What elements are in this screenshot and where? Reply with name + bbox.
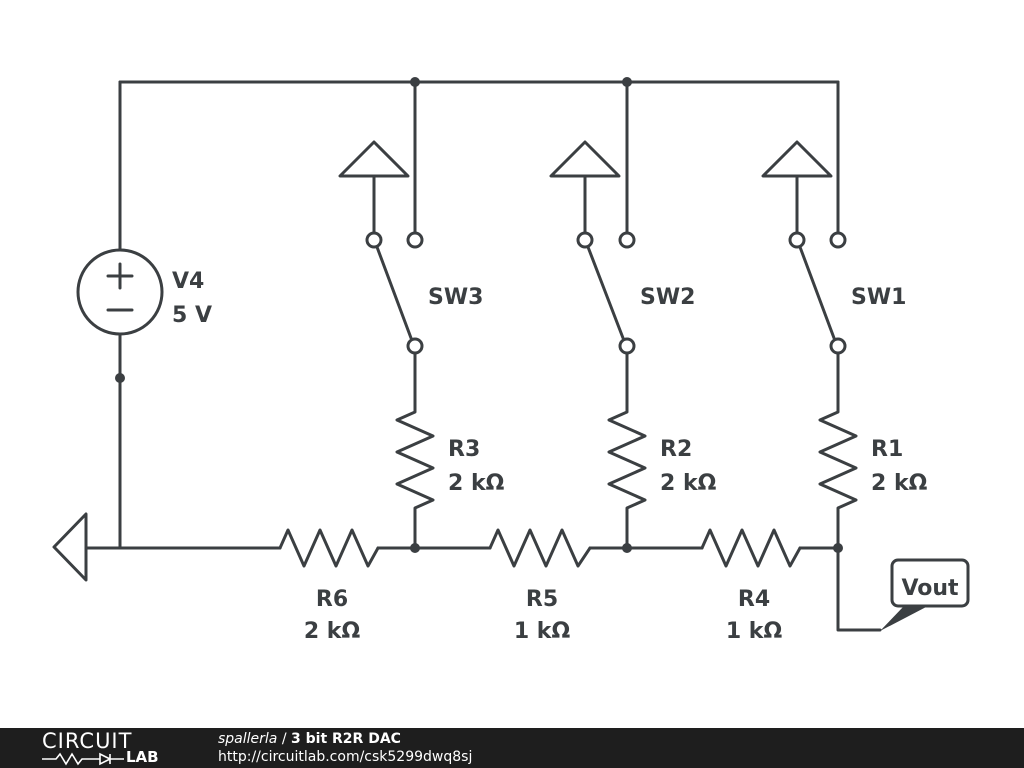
circuitlab-logo[interactable]: CIRCUIT LAB [40, 730, 180, 766]
r6-name-label: R6 [316, 587, 348, 612]
switch-sw2[interactable] [586, 245, 625, 340]
vout-label-box[interactable] [890, 558, 970, 608]
v4-name-label: V4 [172, 269, 204, 294]
branch2-bottom-node [622, 543, 632, 553]
sw2-supply-arrow [549, 140, 621, 234]
sw1-terminal-b [829, 231, 847, 249]
sw2-terminal-b [618, 231, 636, 249]
switch-sw1[interactable] [798, 245, 836, 340]
r2-value-label: 2 kΩ [660, 471, 717, 496]
sw1-terminal-a [788, 231, 806, 249]
switch-sw3[interactable] [375, 245, 413, 340]
circuit-title[interactable]: 3 bit R2R DAC [291, 731, 401, 747]
vout-wire [836, 546, 882, 632]
branch3-bottom-node [410, 543, 420, 553]
v4-node [115, 373, 125, 383]
r4-value-label: 1 kΩ [726, 619, 783, 644]
sw3-supply-arrow [338, 140, 410, 234]
resistor-logo-icon [42, 752, 124, 766]
circuit-byline: spallerla / 3 bit R2R DAC [218, 731, 401, 748]
r1-value-label: 2 kΩ [871, 471, 928, 496]
author-link[interactable]: spallerla [218, 731, 278, 747]
sw2-common-terminal [618, 337, 636, 355]
sw1-common-terminal [829, 337, 847, 355]
resistor-r3[interactable] [395, 351, 435, 550]
voltage-source-v4[interactable] [76, 248, 164, 336]
r5-value-label: 1 kΩ [514, 619, 571, 644]
sw3-name-label: SW3 [428, 285, 483, 310]
vout-label: Vout [901, 576, 959, 601]
byline-separator: / [277, 731, 292, 747]
circuit-schematic: V4 5 V R6 2 kΩ R5 1 kΩ R4 1 kΩ SW3 R3 2 … [52, 77, 970, 644]
ground-symbol[interactable] [52, 512, 88, 582]
r6-value-label: 2 kΩ [304, 619, 361, 644]
sw1-supply-arrow [761, 140, 833, 234]
r5-name-label: R5 [526, 587, 558, 612]
sw1-name-label: SW1 [851, 285, 906, 310]
v4-value-label: 5 V [172, 303, 212, 328]
circuit-url-link[interactable]: http://circuitlab.com/csk5299dwq8sj [218, 749, 473, 765]
branch3-top-node [410, 77, 420, 87]
r2-name-label: R2 [660, 437, 692, 462]
vout-pointer [880, 606, 928, 631]
sw2-terminal-a [576, 231, 594, 249]
sw2-name-label: SW2 [640, 285, 695, 310]
resistor-r5[interactable] [488, 528, 592, 568]
r1-name-label: R1 [871, 437, 903, 462]
sw3-terminal-b [406, 231, 424, 249]
r4-name-label: R4 [738, 587, 770, 612]
resistor-r2[interactable] [607, 351, 647, 550]
r3-value-label: 2 kΩ [448, 471, 505, 496]
logo-text-bottom: LAB [126, 748, 159, 766]
logo-text-top: CIRCUIT [42, 729, 133, 753]
resistor-r1[interactable] [818, 351, 858, 550]
sw3-terminal-a [365, 231, 383, 249]
sw3-common-terminal [406, 337, 424, 355]
footer-bar: CIRCUIT LAB spallerla / 3 bit R2R DAC ht… [0, 728, 1024, 768]
r3-name-label: R3 [448, 437, 480, 462]
resistor-r6[interactable] [278, 528, 380, 568]
branch2-top-node [622, 77, 632, 87]
resistor-r4[interactable] [700, 528, 802, 568]
